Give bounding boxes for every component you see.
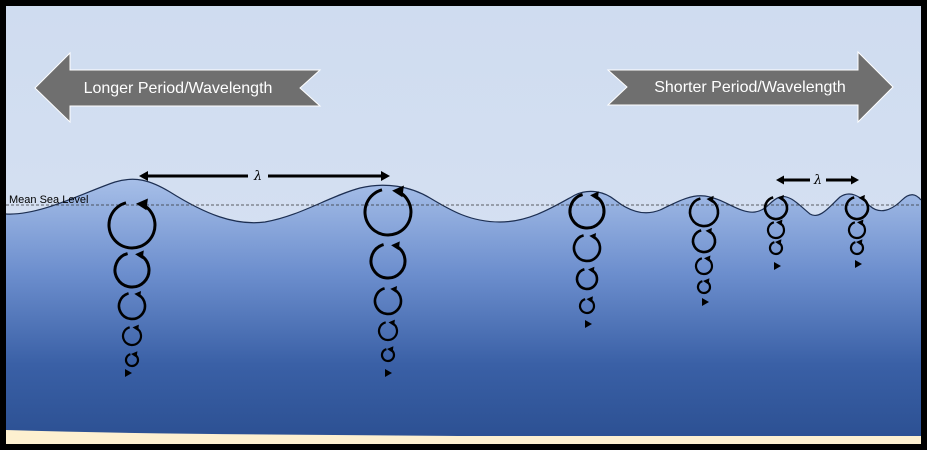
orbit-arrowhead xyxy=(388,319,395,326)
orbit-tip-marker xyxy=(585,320,592,328)
orbit-arrowhead xyxy=(858,194,865,202)
orbit-icon xyxy=(369,243,407,280)
wavelength-label-short: λ xyxy=(813,173,822,188)
orbit-icon xyxy=(688,197,720,228)
orbit-arrowhead xyxy=(135,250,144,260)
orbit-icon xyxy=(373,287,403,316)
orbit-column-4 xyxy=(688,195,720,306)
orbit-arrowhead xyxy=(391,241,400,251)
orbit-icon xyxy=(568,193,606,230)
shorter-label: Shorter Period/Wavelength xyxy=(654,79,846,96)
longer-label: Longer Period/Wavelength xyxy=(84,80,273,97)
orbit-icon xyxy=(844,196,870,221)
orbit-icon xyxy=(124,353,140,368)
orbit-columns xyxy=(107,185,870,377)
orbit-arrowhead xyxy=(856,239,863,246)
orbit-arrowhead xyxy=(588,266,595,274)
orbit-icon xyxy=(766,221,786,240)
orbit-column-3 xyxy=(568,191,606,328)
orbit-arrowhead xyxy=(131,351,138,358)
orbit-arrowhead xyxy=(387,346,394,353)
orbit-arrowhead xyxy=(136,198,148,211)
orbit-arrowhead xyxy=(586,296,593,303)
orbit-arrowhead xyxy=(775,239,782,246)
orbit-icon xyxy=(380,348,396,363)
sand-bottom xyxy=(6,436,921,444)
orbit-arrowhead xyxy=(589,233,596,240)
orbit-icon xyxy=(578,298,596,315)
orbit-arrowhead xyxy=(132,324,139,331)
mean-sea-level-label: Mean Sea Level xyxy=(9,194,89,206)
orbit-column-5 xyxy=(763,194,789,270)
orbit-tip-marker xyxy=(774,262,781,270)
orbit-arrowhead xyxy=(776,219,783,226)
wavelength-label-long: λ xyxy=(253,169,262,184)
orbit-arrowhead xyxy=(706,195,714,203)
double-arrow-icon xyxy=(776,175,859,185)
orbit-icon xyxy=(847,221,867,240)
orbit-arrowhead xyxy=(390,286,397,293)
orbit-icon xyxy=(113,252,151,289)
orbit-icon xyxy=(849,241,865,256)
orbit-column-6 xyxy=(844,194,870,268)
double-arrow-icon xyxy=(139,171,390,181)
orbit-arrowhead xyxy=(857,219,864,226)
orbit-arrowhead xyxy=(777,194,784,202)
orbit-icon xyxy=(696,280,712,295)
orbit-arrowhead xyxy=(705,227,712,235)
orbit-icon xyxy=(117,292,147,321)
orbit-icon xyxy=(768,241,784,256)
left-arrow-icon: Longer Period/Wavelength xyxy=(34,51,322,124)
orbit-tip-marker xyxy=(702,298,709,306)
orbit-icon xyxy=(691,229,717,254)
right-arrow-icon: Shorter Period/Wavelength xyxy=(606,50,894,124)
orbit-icon xyxy=(572,234,602,263)
orbit-arrowhead xyxy=(703,278,710,285)
orbit-arrowhead xyxy=(590,191,599,201)
orbit-tip-marker xyxy=(855,260,862,268)
orbit-icon xyxy=(363,188,413,237)
orbit-arrowhead xyxy=(392,185,404,198)
orbit-tip-marker xyxy=(125,369,132,377)
orbit-column-2 xyxy=(363,185,413,377)
orbit-arrowhead xyxy=(134,291,141,298)
orbit-icon xyxy=(763,196,789,221)
orbit-icon xyxy=(107,201,157,250)
orbit-icon xyxy=(694,257,714,276)
water-body xyxy=(6,179,921,444)
orbit-icon xyxy=(377,321,399,342)
wave-surface xyxy=(5,178,922,224)
orbit-icon xyxy=(121,326,143,347)
orbit-arrowhead xyxy=(704,255,711,262)
orbit-tip-marker xyxy=(385,369,392,377)
orbit-column-1 xyxy=(107,198,157,377)
orbit-icon xyxy=(575,268,599,291)
